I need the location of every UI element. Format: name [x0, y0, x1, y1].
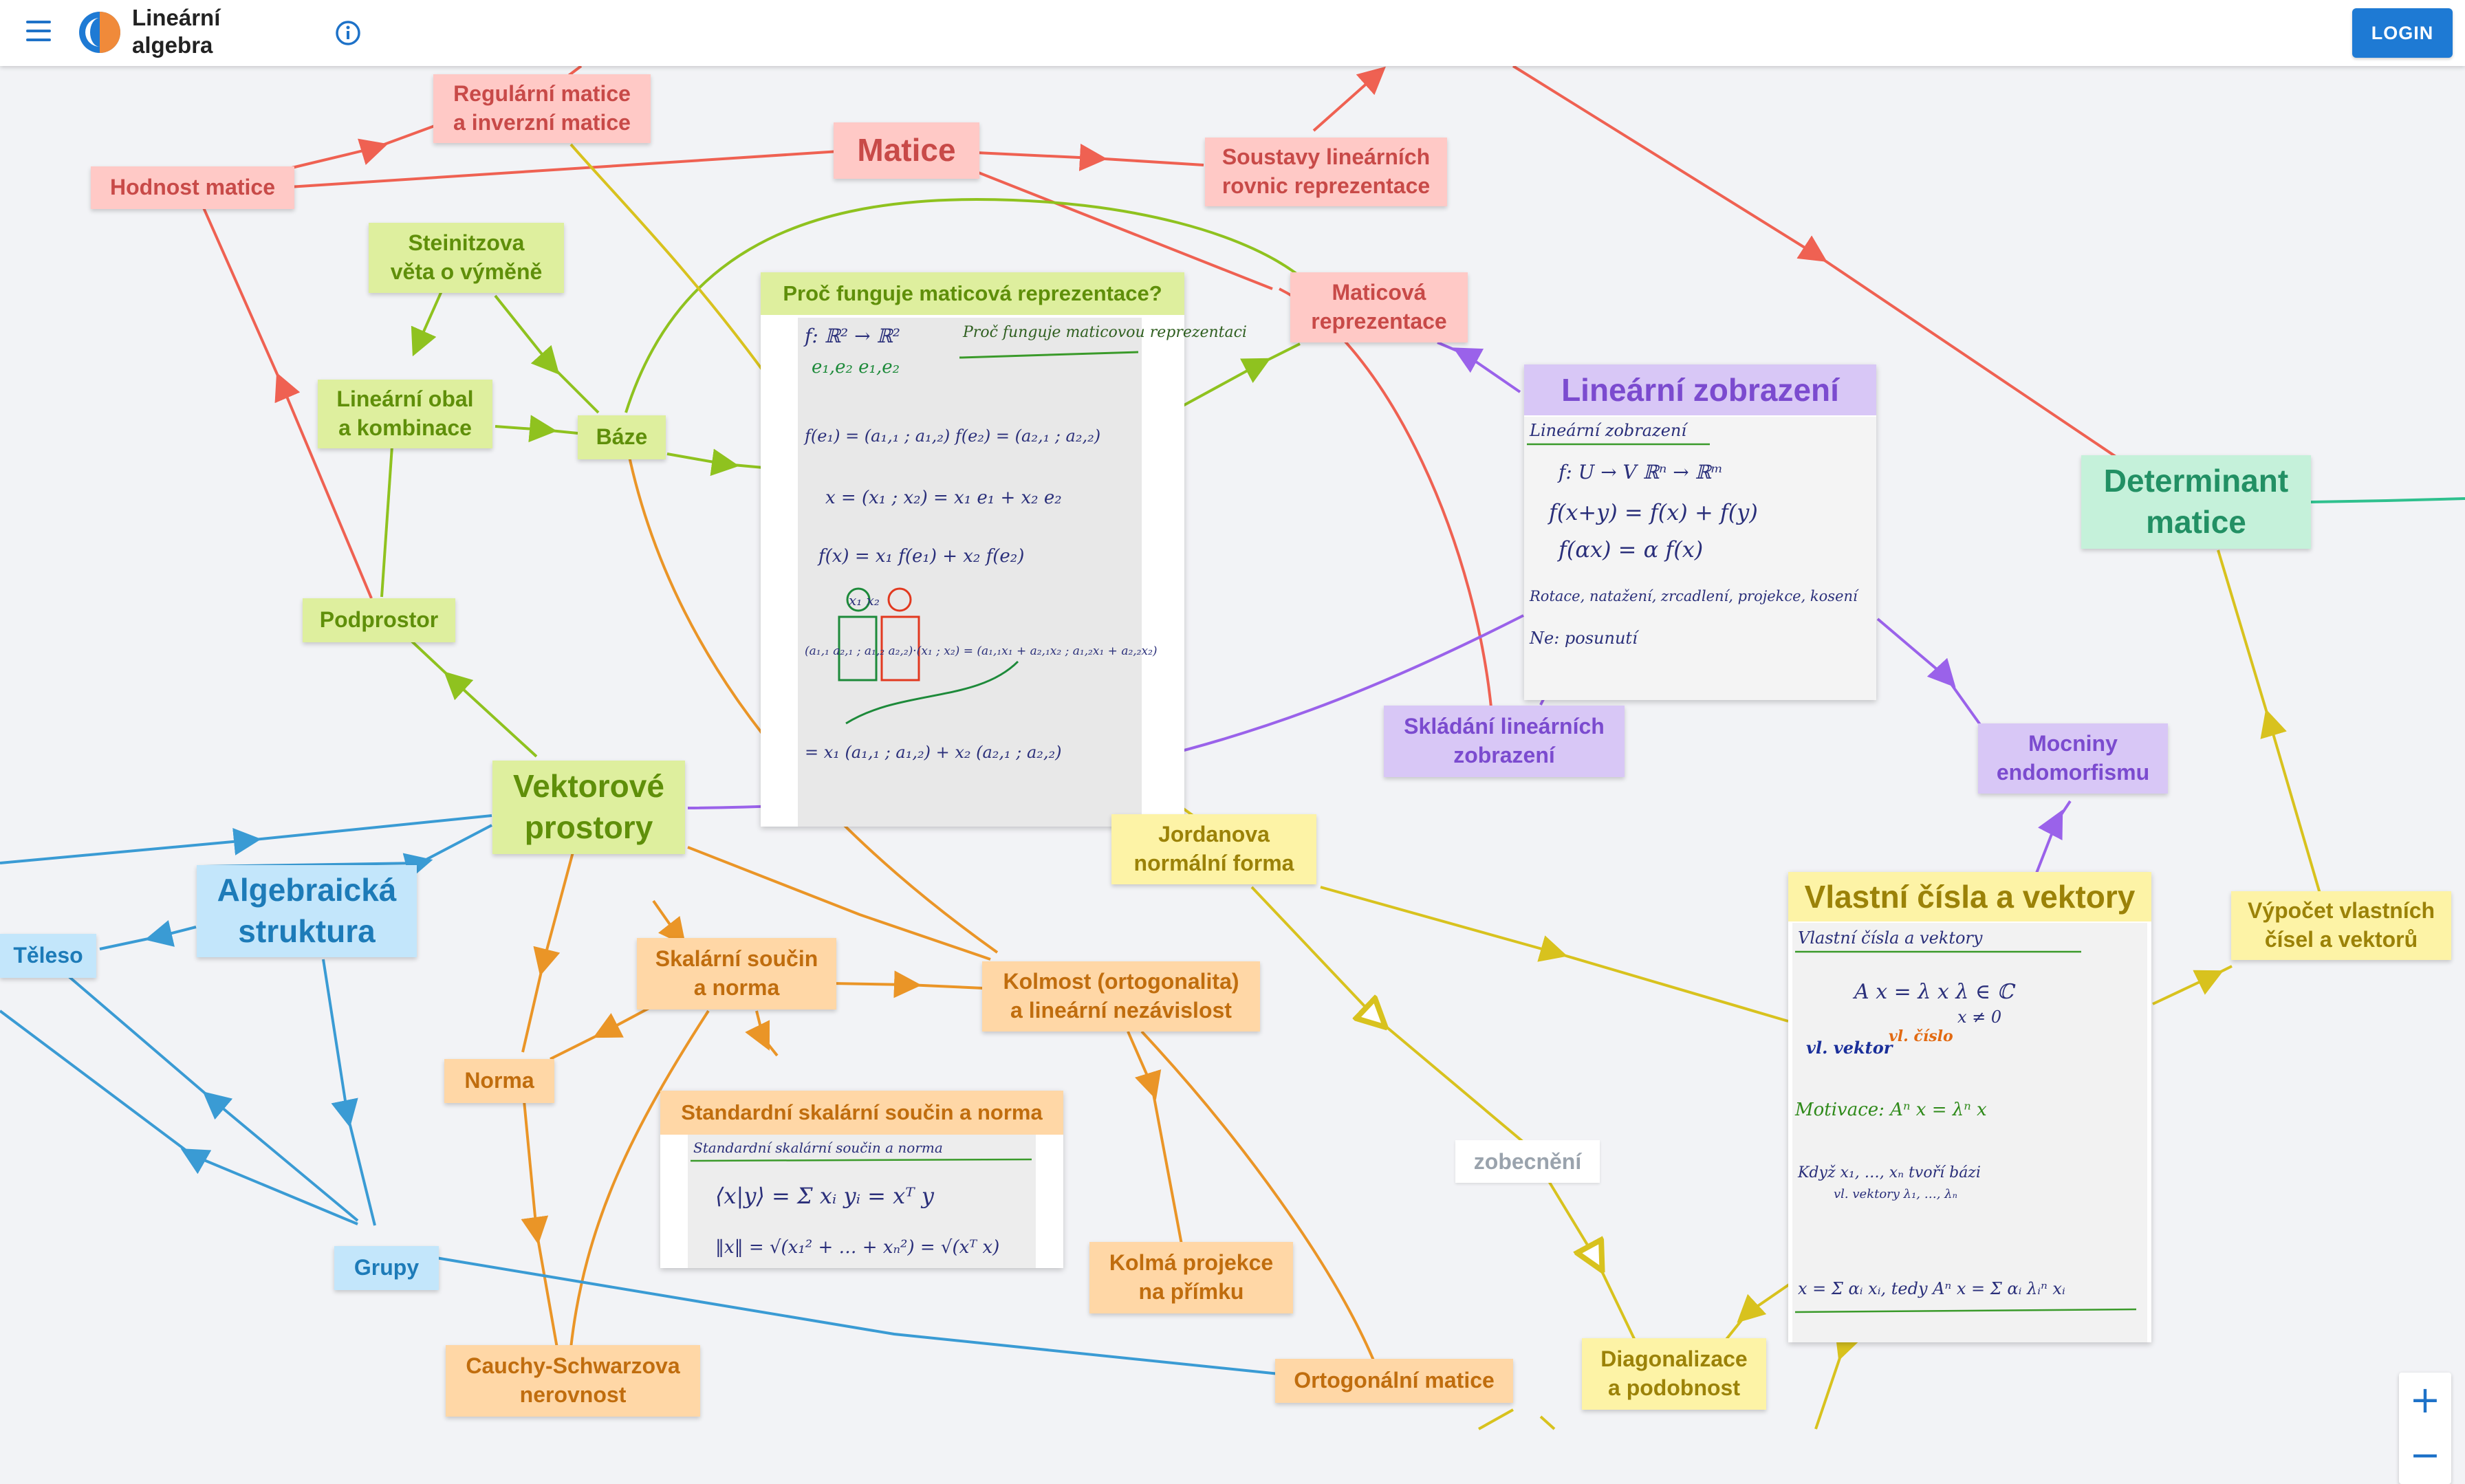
note-line: x = Σ αᵢ xᵢ, tedy Aⁿ x = Σ αᵢ λᵢⁿ xᵢ [1798, 1279, 2065, 1298]
card-linearni-zobrazeni[interactable]: Lineární zobrazení Lineární zobrazení f:… [1524, 364, 1876, 700]
note-line: f(e₁) = (a₁,₁ ; a₁,₂) f(e₂) = (a₂,₁ ; a₂… [803, 426, 1100, 446]
handwritten-notes-image: Standardní skalární součin a norma ⟨x|y⟩… [688, 1135, 1036, 1268]
node-algebraicka-struktura[interactable]: Algebraická struktura [197, 865, 417, 957]
note-line: f: ℝ² → ℝ² [803, 325, 900, 347]
note-title: Standardní skalární součin a norma [693, 1139, 943, 1156]
node-teleso[interactable]: Těleso [0, 934, 96, 978]
card-standardni-skalarni[interactable]: Standardní skalární součin a norma Stand… [660, 1091, 1063, 1268]
app-title: Lineární algebra [132, 5, 221, 58]
node-linearni-zobrazeni: Lineární zobrazení [1524, 364, 1876, 415]
note-line: Ne: posunutí [1529, 629, 1640, 648]
handwritten-notes-image: Lineární zobrazení f: U → V ℝⁿ → ℝᵐ f(x+… [1524, 417, 1876, 700]
node-podprostor[interactable]: Podprostor [303, 598, 455, 642]
note-line: f(x+y) = f(x) + f(y) [1548, 499, 1758, 525]
note-line: f(αx) = α f(x) [1557, 536, 1703, 563]
note-line: ‖x‖ = √(x₁² + … + xₙ²) = √(xᵀ x) [715, 1237, 999, 1258]
edge-label-zobecneni: zobecnění [1455, 1140, 1600, 1183]
node-skalarni-soucin[interactable]: Skalární součin a norma [637, 938, 836, 1010]
node-kolma-projekce[interactable]: Kolmá projekce na přímku [1089, 1242, 1293, 1313]
note-title: Lineární zobrazení [1529, 421, 1688, 440]
node-linearni-obal[interactable]: Lineární obal a kombinace [318, 380, 492, 448]
note-line: (a₁,₁ a₂,₁ ; a₁,₂ a₂,₂)·(x₁ ; x₂) = (a₁,… [805, 644, 1158, 658]
note-line: vl. číslo [1889, 1027, 1953, 1045]
note-line: A x = λ x λ ∈ ℂ [1852, 980, 2016, 1004]
top-app-bar: Lineární algebra LOGIN [0, 0, 2465, 66]
node-kolmost[interactable]: Kolmost (ortogonalita) a lineární nezávi… [982, 961, 1260, 1032]
node-grupy[interactable]: Grupy [334, 1246, 439, 1290]
handwritten-notes-image: Vlastní čísla a vektory A x = λ x λ ∈ ℂ … [1792, 923, 2147, 1342]
concept-map-canvas[interactable]: Regulární matice a inverzní matice Hodno… [0, 65, 2465, 1484]
logo-icon[interactable] [77, 10, 122, 55]
info-icon[interactable] [334, 19, 362, 47]
note-title: Vlastní čísla a vektory [1798, 928, 1983, 948]
handwritten-notes-image: f: ℝ² → ℝ² Proč funguje maticovou reprez… [798, 318, 1247, 827]
zoom-control: + − [2399, 1373, 2451, 1484]
note-line: x₁ x₂ [849, 592, 880, 609]
note-line: = x₁ (a₁,₁ ; a₁,₂) + x₂ (a₂,₁ ; a₂,₂) [805, 743, 1062, 762]
card-proc-funguje[interactable]: Proč funguje maticová reprezentace? f: ℝ… [761, 272, 1247, 827]
node-hodnost-matice[interactable]: Hodnost matice [91, 166, 294, 209]
node-skladani[interactable]: Skládání lineárních zobrazení [1384, 706, 1625, 777]
note-line: f(x) = x₁ f(e₁) + x₂ f(e₂) [817, 546, 1024, 567]
note-line: e₁,e₂ e₁,e₂ [812, 357, 900, 378]
node-jordanova[interactable]: Jordanova normální forma [1111, 814, 1316, 884]
node-soustavy[interactable]: Soustavy lineárních rovnic reprezentace [1205, 138, 1447, 206]
note-line: Motivace: Aⁿ x = λⁿ x [1794, 1100, 1987, 1120]
zoom-out-button[interactable]: − [2399, 1428, 2451, 1483]
note-line: ⟨x|y⟩ = Σ xᵢ yᵢ = xᵀ y [715, 1183, 935, 1209]
note-line: x = (x₁ ; x₂) = x₁ e₁ + x₂ e₂ [825, 488, 1062, 508]
node-vypocet-vlastnich[interactable]: Výpočet vlastních čísel a vektorů [2231, 891, 2451, 960]
note-line: Rotace, natažení, zrcadlení, projekce, k… [1529, 588, 1859, 604]
node-regularni-matice[interactable]: Regulární matice a inverzní matice [433, 74, 651, 143]
login-button[interactable]: LOGIN [2352, 8, 2453, 58]
note-line: vl. vektor [1806, 1038, 1894, 1058]
node-standardni-skalarni: Standardní skalární součin a norma [660, 1091, 1063, 1135]
node-maticova-reprezentace[interactable]: Maticová reprezentace [1290, 272, 1468, 342]
menu-icon[interactable] [26, 21, 51, 41]
edges-layer [0, 65, 2465, 1430]
node-vektorove-prostory[interactable]: Vektorové prostory [492, 761, 685, 854]
node-ortogonalni-matice[interactable]: Ortogonální matice [1275, 1359, 1513, 1403]
node-matice[interactable]: Matice [834, 122, 979, 179]
node-baze[interactable]: Báze [578, 415, 666, 459]
node-norma[interactable]: Norma [444, 1059, 554, 1103]
card-vlastni-cisla[interactable]: Vlastní čísla a vektory Vlastní čísla a … [1788, 872, 2151, 1342]
node-mocniny[interactable]: Mocniny endomorfismu [1978, 723, 2168, 794]
note-line: vl. vektory λ₁, …, λₙ [1834, 1187, 1957, 1201]
node-vlastni-cisla: Vlastní čísla a vektory [1788, 872, 2151, 921]
note-line: Když x₁, …, xₙ tvoří bázi [1797, 1164, 1981, 1181]
node-determinant[interactable]: Determinant matice [2081, 455, 2311, 549]
note-line: x ≠ 0 [1957, 1007, 2001, 1027]
zoom-in-button[interactable]: + [2399, 1373, 2451, 1428]
node-diagonalizace[interactable]: Diagonalizace a podobnost [1582, 1338, 1766, 1410]
card-proc-funguje-title: Proč funguje maticová reprezentace? [761, 272, 1184, 315]
note-title: Proč funguje maticovou reprezentaci [962, 324, 1247, 341]
note-line: f: U → V ℝⁿ → ℝᵐ [1557, 461, 1723, 483]
node-steinitzova[interactable]: Steinitzova věta o výměně [369, 223, 564, 293]
node-cauchy[interactable]: Cauchy-Schwarzova nerovnost [446, 1345, 700, 1417]
